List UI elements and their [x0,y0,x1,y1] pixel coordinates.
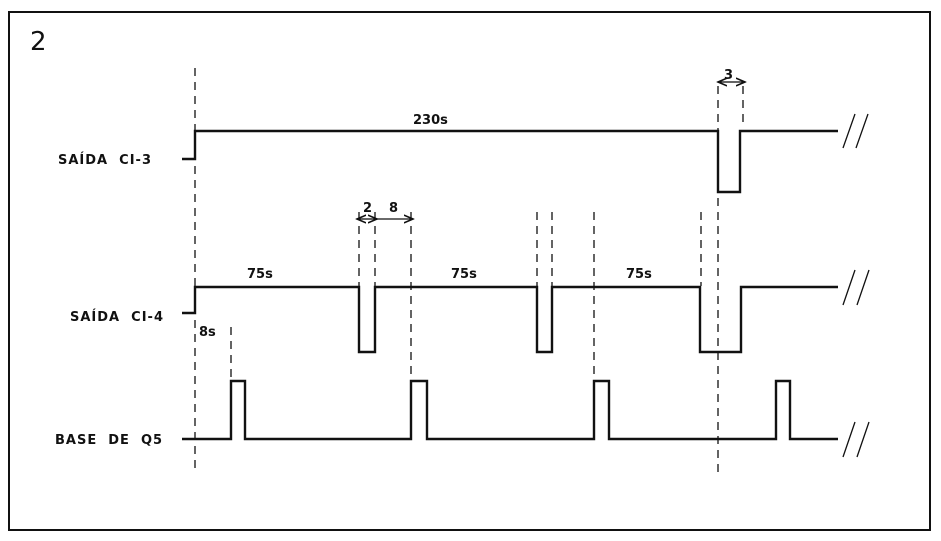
dimension-8-label: 8 [389,201,398,216]
signal-label-ci3: SAÍDA CI-3 [58,152,152,168]
figure-number: 2 [30,27,47,57]
duration-75s-3: 75s [626,267,652,282]
diagram-frame [8,11,931,531]
duration-8s: 8s [199,325,216,340]
duration-230s: 230s [413,113,448,128]
waveform-q5 [182,379,838,441]
break-mark-ci3 [842,113,869,149]
duration-75s-2: 75s [451,267,477,282]
waveform-ci3 [182,129,838,194]
dimension-3: 3 [718,68,745,83]
signal-label-q5: BASE DE Q5 [55,433,163,448]
signal-label-ci4: SAÍDA CI-4 [70,309,164,325]
break-mark-q5 [842,421,870,458]
dimension-3-label: 3 [724,68,733,83]
dimension-2-8: 2 8 [357,201,413,219]
break-mark-ci4 [842,269,870,306]
reference-lines [194,68,744,474]
dimension-2-label: 2 [363,201,372,216]
waveform-ci4 [182,285,838,354]
duration-75s-1: 75s [247,267,273,282]
